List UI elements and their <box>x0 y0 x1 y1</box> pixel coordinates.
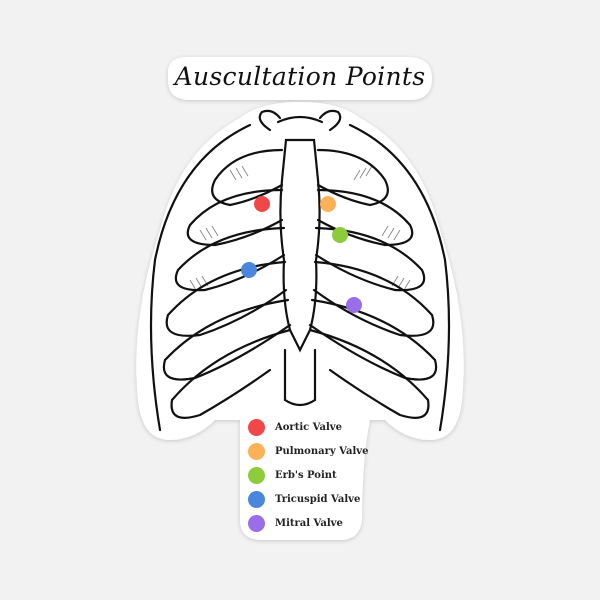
aortic-color-swatch-icon <box>248 418 265 436</box>
tricuspid-point-marker <box>241 262 257 278</box>
legend-item-erbs: Erb's Point <box>248 463 368 487</box>
legend-item-pulmonary: Pulmonary Valve <box>248 439 368 463</box>
mitral-color-swatch-icon <box>248 514 265 532</box>
legend-label: Aortic Valve <box>275 421 342 433</box>
aortic-point-marker <box>254 196 270 212</box>
erbs-color-swatch-icon <box>248 466 265 484</box>
legend-label: Pulmonary Valve <box>275 445 369 457</box>
erbs-point-marker <box>332 227 348 243</box>
legend-item-tricuspid: Tricuspid Valve <box>248 487 368 511</box>
pulmonary-point-marker <box>320 196 336 212</box>
legend: Aortic Valve Pulmonary Valve Erb's Point… <box>248 415 368 535</box>
tricuspid-color-swatch-icon <box>248 490 265 508</box>
pulmonary-color-swatch-icon <box>248 442 265 460</box>
legend-label: Tricuspid Valve <box>275 493 361 505</box>
mitral-point-marker <box>346 297 362 313</box>
legend-item-aortic: Aortic Valve <box>248 415 368 439</box>
legend-item-mitral: Mitral Valve <box>248 511 368 535</box>
legend-label: Erb's Point <box>275 469 337 481</box>
page-title: Auscultation Points <box>174 62 426 91</box>
legend-label: Mitral Valve <box>275 517 343 529</box>
